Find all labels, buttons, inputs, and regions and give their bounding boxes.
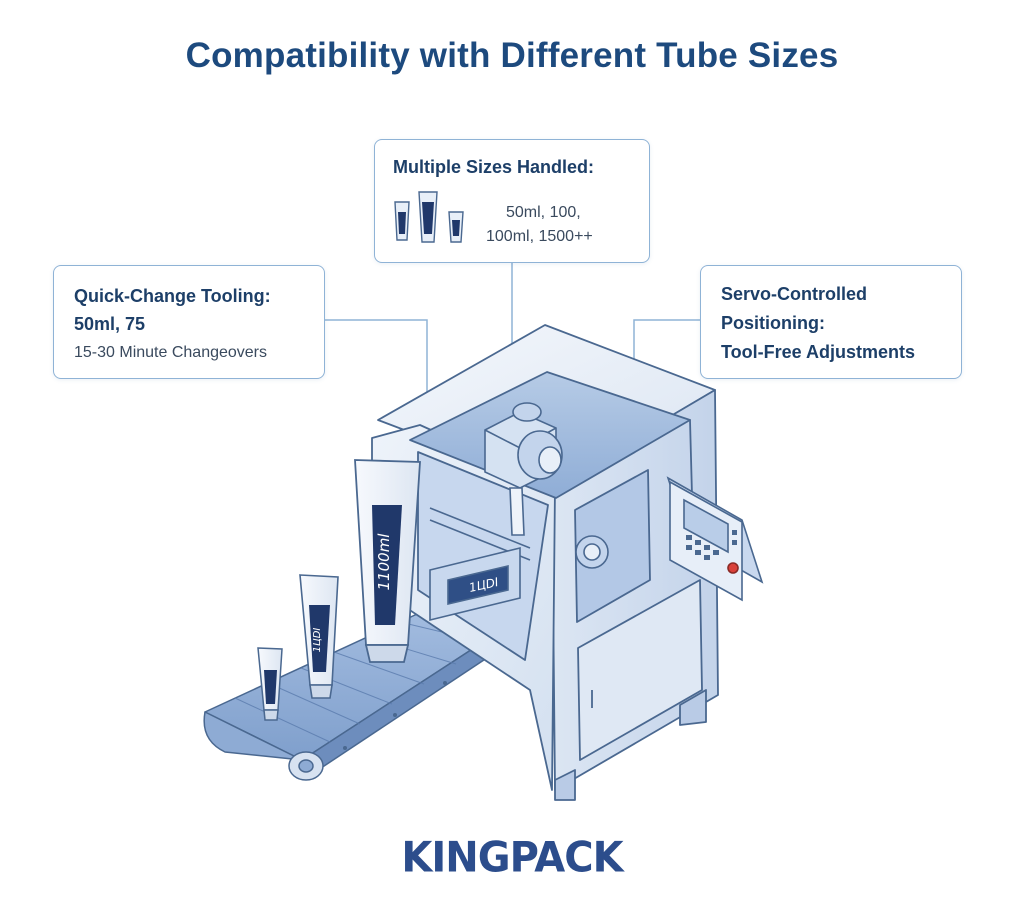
kingpack-logo: KINGPACK	[401, 833, 623, 883]
callout-servo-positioning: Servo-Controlled Positioning: Tool-Free …	[700, 265, 962, 379]
sizes-line-1: 50ml, 100,	[506, 204, 581, 221]
callout-detail: 15-30 Minute Changeovers	[74, 344, 268, 361]
control-panel	[666, 476, 764, 602]
filling-mechanism	[429, 402, 609, 622]
emergency-stop-icon	[727, 562, 739, 574]
callout-sizes: 50ml, 75	[74, 314, 146, 334]
callout-quick-change-tooling: Quick-Change Tooling: 50ml, 75 15-30 Min…	[53, 265, 325, 379]
callout-heading-2: Positioning:	[721, 313, 825, 333]
callout-detail: Tool-Free Adjustments	[721, 342, 916, 362]
large-tube	[354, 459, 421, 663]
medium-tube	[299, 574, 339, 699]
machine-body	[371, 324, 719, 801]
large-tube-label: 1100ml	[375, 533, 393, 591]
callout-heading: Servo-Controlled	[721, 284, 868, 304]
tube-sizes-icon	[394, 191, 464, 243]
sizes-line-2: 100ml, 1500++	[486, 228, 593, 245]
page-title: Compatibility with Different Tube Sizes	[185, 36, 839, 75]
medium-tube-label: 1ЦDI	[312, 628, 323, 653]
callout-multiple-sizes: Multiple Sizes Handled: 50ml, 100, 100ml…	[374, 139, 650, 263]
callout-heading: Multiple Sizes Handled:	[393, 157, 595, 177]
machine-tube-label: 1ЦDI	[468, 575, 500, 595]
callout-heading: Quick-Change Tooling:	[74, 286, 271, 306]
small-tube	[257, 647, 283, 721]
